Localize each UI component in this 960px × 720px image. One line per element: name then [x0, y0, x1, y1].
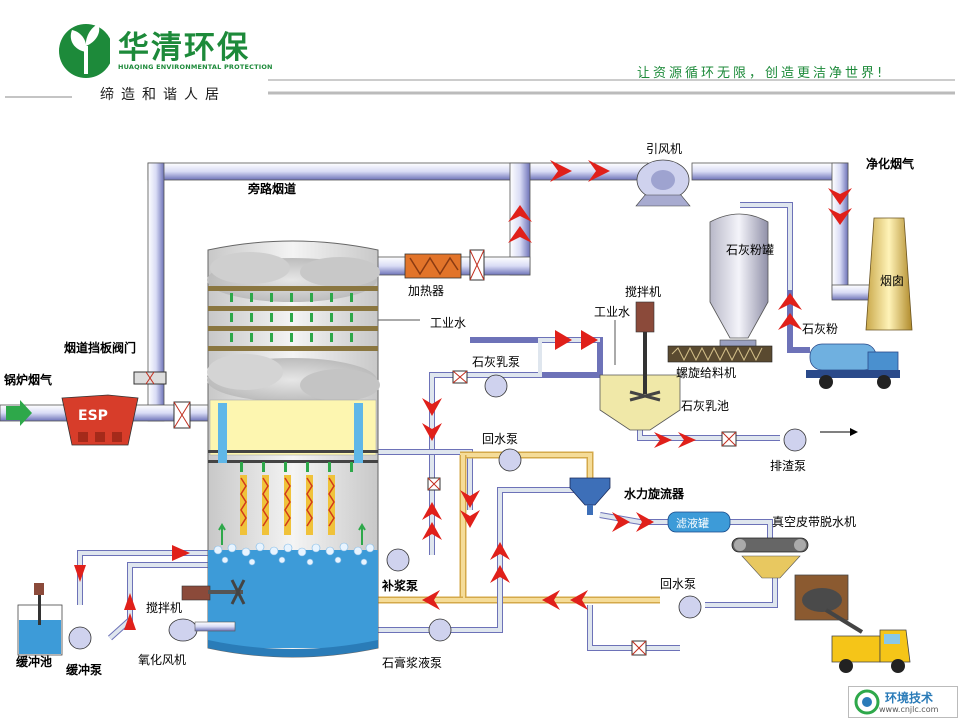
label-slag-pump: 排渣泵 [770, 459, 806, 473]
label-lime-tank: 石灰乳池 [681, 399, 729, 413]
label-return-pump-2: 回水泵 [660, 577, 696, 591]
label-return-pump-1: 回水泵 [482, 432, 518, 446]
watermark-logo [854, 689, 880, 715]
label-filtrate-tank: 滤液罐 [676, 516, 709, 530]
brand-name-en: HUAQING ENVIRONMENTAL PROTECTION [118, 63, 273, 71]
label-buffer-pump: 缓冲泵 [66, 662, 102, 677]
hydrocyclone [569, 477, 611, 515]
label-clean-gas: 净化烟气 [866, 156, 914, 171]
label-boiler-gas: 锅炉烟气 [4, 372, 52, 387]
label-screw-feeder: 螺旋给料机 [676, 366, 736, 380]
label-agitator-top: 搅拌机 [625, 284, 661, 299]
lime-silo [709, 213, 769, 353]
valves [133, 249, 737, 656]
label-buffer-tank: 缓冲池 [16, 654, 52, 669]
aeration-bubbles [213, 542, 375, 566]
label-belt-filter: 真空皮带脱水机 [772, 514, 856, 529]
label-hydrocyclone: 水力旋流器 [624, 486, 685, 501]
esp-unit [61, 394, 139, 446]
induced-draft-fan [635, 159, 691, 207]
label-lime-powder: 石灰粉 [802, 322, 838, 336]
label-esp: ESP [78, 408, 108, 424]
label-industrial-water-2: 工业水 [594, 305, 630, 319]
filtrate-tank [667, 511, 731, 533]
spray-columns [218, 475, 366, 545]
company-logo [59, 24, 110, 78]
spray-headers [230, 293, 353, 472]
vacuum-belt-filter [731, 537, 849, 621]
buffer-tank [17, 583, 63, 656]
lime-slurry-tank [599, 301, 681, 431]
label-lime-slurry-pump: 石灰乳泵 [472, 355, 520, 369]
slurry-pipes [77, 202, 858, 651]
label-makeup-pump: 补浆泵 [381, 578, 418, 593]
brand-name: 华清环保 [118, 30, 250, 66]
label-damper: 烟道挡板阀门 [64, 340, 136, 355]
label-oxidation-fan: 氧化风机 [138, 653, 186, 667]
flow-arrows [74, 160, 852, 630]
gas-heater [404, 253, 462, 279]
chimney [865, 217, 913, 331]
absorber-tower [207, 240, 380, 658]
fgd-process-diagram: 锅炉烟气 ESP 烟道挡板阀门 旁路烟道 加热器 引风机 净化烟气 烟囱 工业水… [0, 142, 914, 677]
label-bypass: 旁路烟道 [247, 181, 296, 196]
label-heater: 加热器 [408, 284, 444, 298]
screw-feeder [667, 345, 773, 363]
label-fan: 引风机 [646, 142, 682, 156]
label-industrial-water-1: 工业水 [430, 316, 466, 330]
slogan: 让资源循环无限，创造更洁净世界! [637, 66, 886, 81]
watermark: 环境技术 www.cnjlc.com [848, 686, 958, 718]
label-stack: 烟囱 [880, 274, 904, 288]
lime-truck [806, 343, 900, 389]
watermark-url: www.cnjlc.com [879, 705, 939, 714]
label-agitator-bottom: 搅拌机 [146, 600, 182, 615]
pumps [68, 374, 807, 650]
label-lime-silo: 石灰粉罐 [726, 243, 774, 257]
header: 华清环保 HUAQING ENVIRONMENTAL PROTECTION 让资… [0, 0, 960, 103]
label-gypsum-pump: 石膏浆液泵 [382, 655, 442, 670]
gypsum-truck [824, 608, 911, 673]
diagram-labels: 锅炉烟气 ESP 烟道挡板阀门 旁路烟道 加热器 引风机 净化烟气 烟囱 工业水… [4, 142, 914, 677]
oxidation-fan [168, 618, 236, 642]
motto: 缔造和谐人居 [100, 87, 226, 103]
header-rules [5, 79, 955, 98]
tower-agitator [181, 579, 246, 605]
watermark-text: 环境技术 [885, 691, 934, 705]
inlet-arrow [6, 400, 32, 426]
